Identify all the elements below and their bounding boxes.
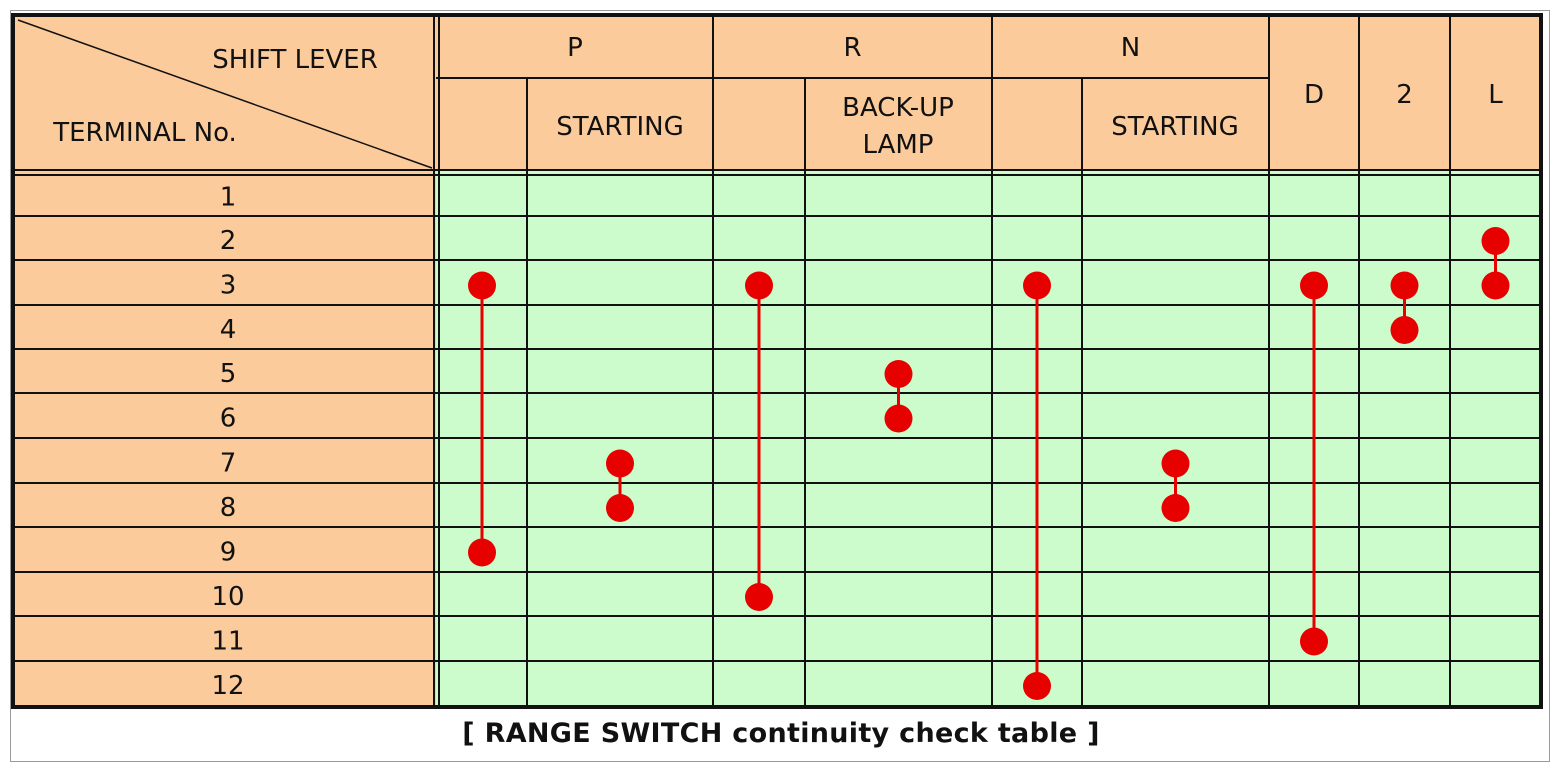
terminal-number-9: 9	[220, 538, 237, 568]
terminal-number-5: 5	[220, 359, 237, 389]
continuity-dot	[1023, 672, 1051, 700]
terminal-number-11: 11	[211, 627, 244, 657]
continuity-dot	[1390, 316, 1419, 344]
terminal-number-3: 3	[220, 271, 237, 301]
continuity-dot	[745, 271, 773, 300]
sub-header-backup-lamp: BACK-UP	[842, 93, 954, 123]
terminal-number-6: 6	[220, 404, 237, 434]
group-header-l: L	[1488, 80, 1503, 110]
terminal-number-7: 7	[220, 449, 237, 479]
continuity-dot	[606, 449, 634, 478]
sub-header-starting: STARTING	[556, 112, 683, 142]
terminal-number-1: 1	[220, 183, 237, 213]
corner-label-shift-lever: SHIFT LEVER	[212, 45, 378, 75]
sub-header-backup-lamp: LAMP	[863, 130, 934, 160]
continuity-dot	[468, 538, 496, 567]
continuity-dot	[1481, 271, 1510, 300]
terminal-number-10: 10	[211, 582, 244, 612]
group-header-2: 2	[1396, 80, 1413, 110]
continuity-table: SHIFT LEVER TERMINAL No. P R N D 2 L STARTING BAC…	[11, 13, 1543, 709]
terminal-column-bg	[13, 15, 436, 707]
group-header-d: D	[1304, 80, 1324, 110]
continuity-dot	[745, 583, 773, 611]
continuity-dot	[1300, 271, 1328, 300]
terminal-number-12: 12	[211, 671, 244, 701]
table-border	[11, 13, 1543, 709]
continuity-dot	[884, 404, 913, 433]
continuity-dot	[1161, 494, 1190, 522]
continuity-dot	[606, 494, 634, 522]
sub-header-starting: STARTING	[1111, 112, 1238, 142]
terminal-number-8: 8	[220, 493, 237, 523]
continuity-dot	[1481, 227, 1510, 255]
continuity-dot	[1390, 271, 1419, 300]
continuity-dot	[1300, 627, 1328, 656]
corner-label-terminal-no: TERMINAL No.	[52, 118, 237, 148]
continuity-dot	[1161, 449, 1190, 478]
header-row-bg	[436, 15, 1541, 171]
continuity-dot	[1023, 271, 1051, 300]
terminal-number-2: 2	[220, 226, 237, 256]
table-caption: [ RANGE SWITCH continuity check table ]	[462, 718, 1100, 749]
continuity-dot	[468, 271, 496, 300]
continuity-dot	[884, 360, 913, 388]
group-header-p: P	[567, 33, 583, 63]
group-header-r: R	[843, 33, 861, 63]
corner-diagonal	[17, 19, 433, 169]
terminal-number-4: 4	[220, 315, 237, 345]
group-header-n: N	[1121, 33, 1140, 63]
